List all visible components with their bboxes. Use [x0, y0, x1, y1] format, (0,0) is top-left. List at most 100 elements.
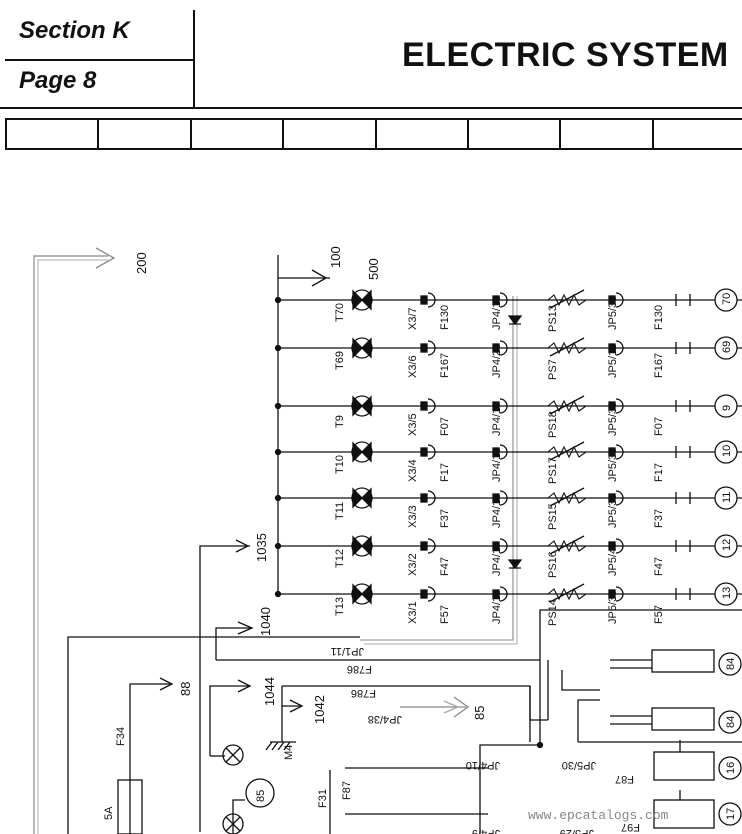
- terminal-circle: [714, 534, 738, 558]
- wire-code-label: F31: [317, 789, 329, 808]
- terminal-circle: [714, 394, 738, 418]
- switch-contact: [675, 492, 691, 504]
- switch-contact: [675, 588, 691, 600]
- grid-tab: [469, 120, 562, 148]
- connector-jp4-label: JP4/19: [491, 402, 503, 436]
- lamp-fill: [352, 289, 372, 311]
- grid-tab: [99, 120, 192, 148]
- wire-code-label: F167: [653, 353, 665, 378]
- connector-jp5-label: JP5/47: [607, 542, 619, 576]
- wire-code-label: F17: [439, 463, 451, 482]
- connector-pin: [608, 447, 616, 457]
- lamp-label: T12: [334, 549, 346, 568]
- wire-code-label: F37: [439, 509, 451, 528]
- connector-jp1-label: JP1/11: [331, 645, 364, 657]
- wire-code-label: F786: [351, 687, 376, 699]
- terminal-number: 69: [721, 341, 733, 353]
- wire-code-label: F07: [653, 417, 665, 436]
- diagram-static-lines: [33, 247, 742, 834]
- diode-symbol: [507, 559, 523, 570]
- section-divider: [5, 59, 193, 61]
- ref-label-88: 88: [178, 682, 193, 696]
- terminal-circle: [718, 756, 742, 780]
- terminal-circle: [714, 486, 738, 510]
- connector-socket: [615, 538, 624, 554]
- pressure-switch-label: PS18: [547, 411, 559, 438]
- lamp-label: T70: [334, 303, 346, 322]
- connector-pin: [608, 589, 616, 599]
- diode-symbol: [507, 315, 523, 326]
- connector-pin: [492, 589, 500, 599]
- connector-jp5-label: JP5/30: [562, 759, 596, 771]
- connector-socket: [427, 586, 436, 602]
- connector-pin: [420, 541, 428, 551]
- wire-code-label: F57: [439, 605, 451, 624]
- resistor-arrow: [549, 441, 585, 461]
- connector-pin: [608, 541, 616, 551]
- pressure-switch-label: PS16: [547, 551, 559, 578]
- fuse-label: 5A: [103, 806, 115, 820]
- ref-label-1044: 1044: [262, 677, 277, 706]
- connector-pin: [420, 589, 428, 599]
- page-title: ELECTRIC SYSTEM: [402, 36, 729, 74]
- wire-code-label: F47: [653, 557, 665, 576]
- ref-label-200: 200: [134, 252, 149, 274]
- connector-jp4-label: JP4/18: [491, 448, 503, 482]
- switch-contact: [675, 540, 691, 552]
- terminal-number: 10: [721, 445, 733, 457]
- junction-dot: [274, 448, 282, 456]
- wire-code-label: F34: [115, 727, 127, 746]
- connector-socket: [615, 490, 624, 506]
- pressure-switch-label: PS13: [547, 305, 559, 332]
- junction-dot: [274, 542, 282, 550]
- connector-pin: [492, 343, 500, 353]
- resistor-arrow: [549, 583, 585, 603]
- connector-x-label: X3/7: [407, 307, 419, 330]
- connector-pin: [608, 343, 616, 353]
- connector-pin: [420, 401, 428, 411]
- pressure-switch-label: PS14: [547, 599, 559, 626]
- connector-x-label: X3/3: [407, 505, 419, 528]
- connector-pin: [492, 493, 500, 503]
- section-label: Section K: [19, 17, 130, 44]
- connector-socket: [499, 490, 508, 506]
- lamp-label: T9: [334, 415, 346, 428]
- connector-jp4-label: JP4/15: [491, 590, 503, 624]
- pressure-switch-label: PS15: [547, 503, 559, 530]
- connector-socket: [427, 490, 436, 506]
- wire-code-label: F47: [439, 557, 451, 576]
- junction-dot: [274, 494, 282, 502]
- terminal-circle: [714, 288, 738, 312]
- switch-contact: [675, 400, 691, 412]
- terminal-number: 11: [721, 492, 733, 503]
- wire-code-label: F37: [653, 509, 665, 528]
- grid-tab: [561, 120, 654, 148]
- switch-contact: [675, 342, 691, 354]
- wire-code-label: F97: [621, 821, 640, 833]
- lamp-label: T10: [334, 455, 346, 474]
- connector-pin: [492, 295, 500, 305]
- terminal-circle: [718, 710, 742, 734]
- grid-tab: [284, 120, 377, 148]
- connector-socket: [499, 340, 508, 356]
- connector-x-label: X3/1: [407, 601, 419, 624]
- connector-pin: [420, 295, 428, 305]
- connector-x-label: X3/2: [407, 553, 419, 576]
- grid-tab-strip: [5, 118, 742, 150]
- ref-label-500: 500: [366, 258, 381, 280]
- wire-code-label: F87: [341, 781, 353, 800]
- terminal-circle: [714, 336, 738, 360]
- connector-jp4-label: JP4/13: [491, 296, 503, 330]
- terminal-number: 70: [721, 293, 733, 305]
- connector-jp5-label: JP5/39: [607, 402, 619, 436]
- terminal-number: 13: [721, 587, 733, 599]
- junction-dot: [274, 402, 282, 410]
- connector-pin: [492, 541, 500, 551]
- connector-jp5-label: JP5/38: [607, 448, 619, 482]
- connector-pin: [608, 295, 616, 305]
- lamp-fill: [352, 337, 372, 359]
- lamp-fill: [352, 487, 372, 509]
- lamp-fill: [352, 583, 372, 605]
- connector-socket: [499, 292, 508, 308]
- connector-x-label: X3/6: [407, 355, 419, 378]
